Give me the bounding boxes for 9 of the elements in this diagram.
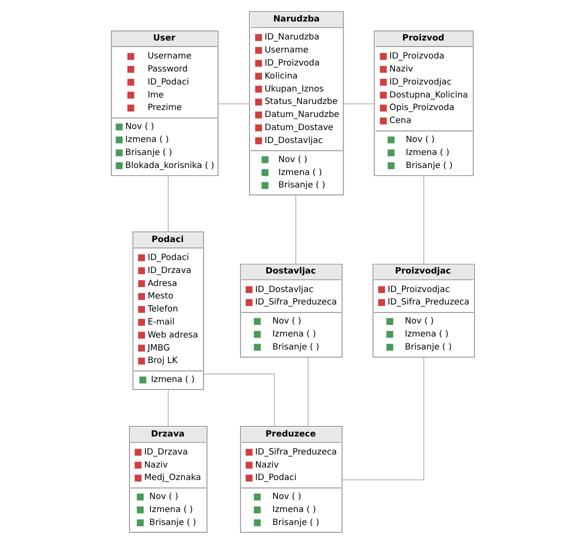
connector	[294, 194, 296, 265]
connector	[307, 356, 308, 427]
connector	[217, 103, 250, 104]
connector	[167, 389, 168, 427]
connector	[342, 103, 374, 104]
connector	[341, 356, 424, 480]
connector	[422, 175, 424, 265]
connector	[202, 374, 274, 427]
connector	[167, 175, 168, 232]
